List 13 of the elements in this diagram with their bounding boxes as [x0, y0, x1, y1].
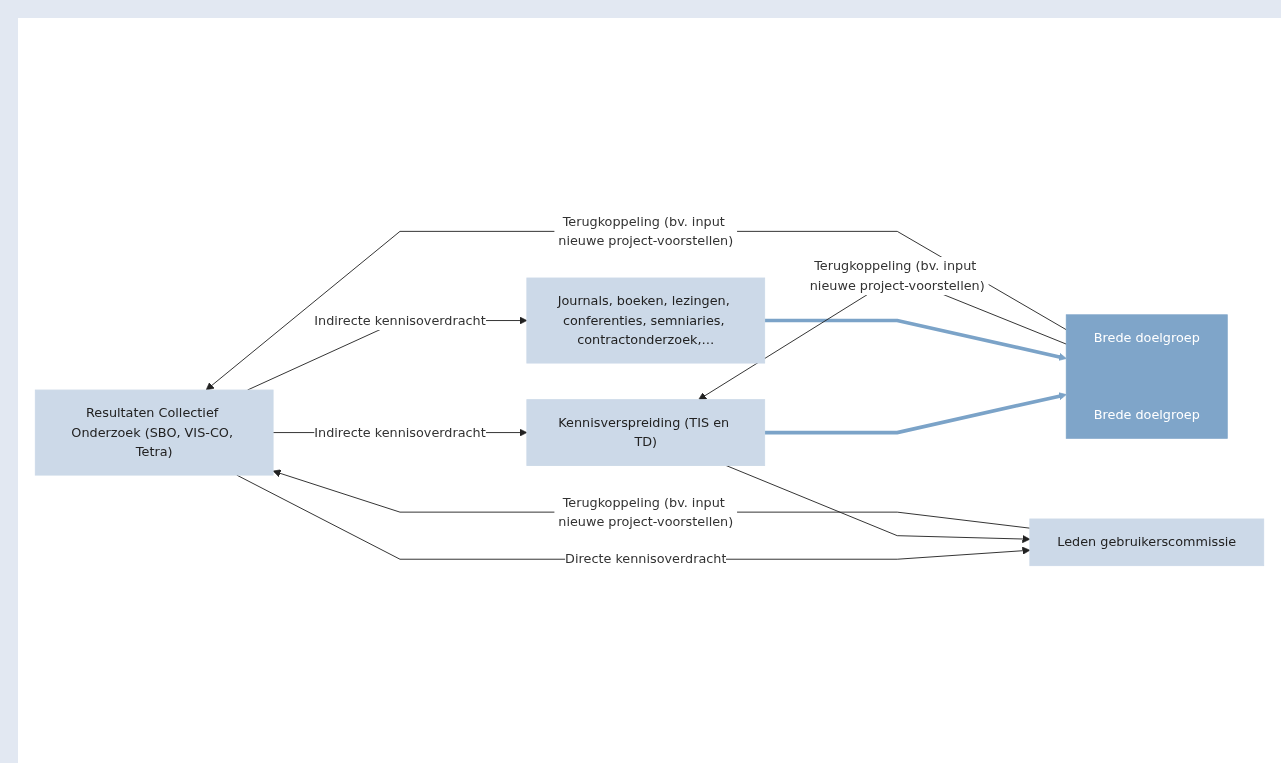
node-box: Leden gebruikerscommissie	[1029, 518, 1265, 567]
edge-label: Directe kennisoverdracht	[565, 551, 727, 567]
edge-label: Terugkoppeling (bv. input nieuwe project-voorstellen)	[809, 258, 985, 293]
node-box: Kennisverspreiding (TIS en TD)	[526, 399, 766, 466]
edge-label: Indirecte kennisoverdracht	[314, 312, 486, 328]
arrow	[764, 318, 1067, 361]
node-box: Resultaten Collectief Onderzoek (SBO, VIS-CO, Tetra)	[34, 389, 274, 476]
node-box: Brede doelgroep Brede doelgroep	[1065, 314, 1228, 439]
edge-label: Indirecte kennisoverdracht	[314, 424, 486, 440]
arrow	[764, 392, 1067, 435]
edge-label: Terugkoppeling (bv. input nieuwe project-voorstellen)	[558, 494, 734, 529]
node-box: Journals, boeken, lezingen, conferenties, semniaries, contractonderzoek,…	[526, 277, 766, 364]
edge-label: Terugkoppeling (bv. input nieuwe project-voorstellen)	[558, 214, 734, 248]
